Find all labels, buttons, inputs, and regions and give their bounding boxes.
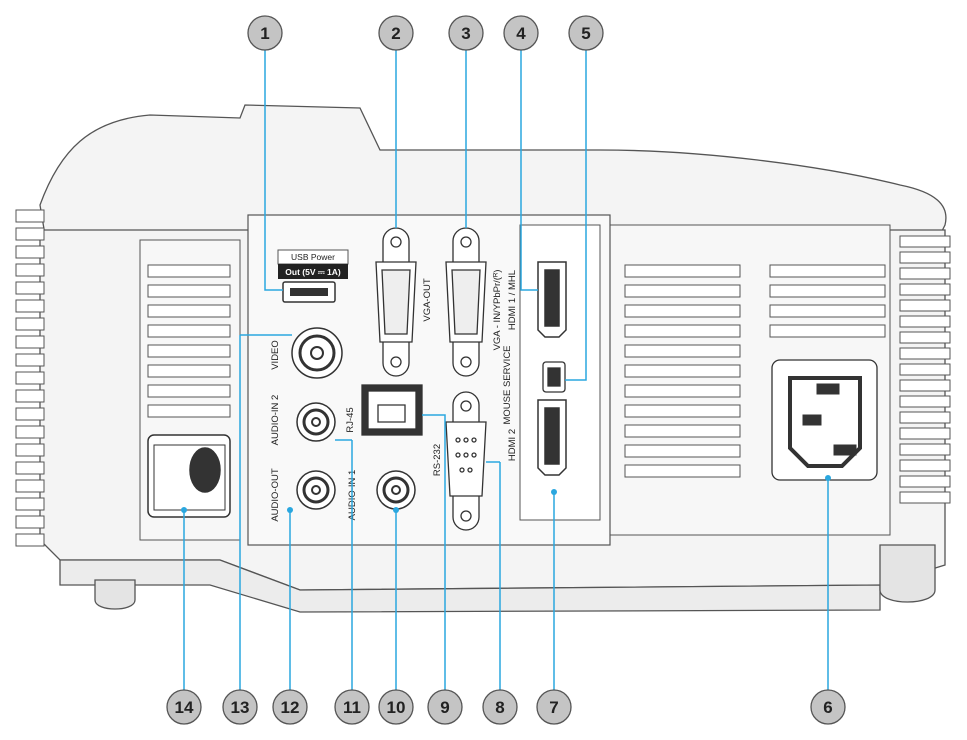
audio-out-label: AUDIO-OUT	[270, 468, 281, 522]
left-vent-fins	[15, 209, 45, 547]
callout-12: 12	[272, 689, 308, 725]
callout-7-number: 7	[549, 698, 558, 717]
callout-7: 7	[536, 689, 572, 725]
video-port	[291, 327, 343, 379]
callout-9-number: 9	[440, 698, 449, 717]
callout-13-number: 13	[231, 698, 250, 717]
mouse-service-port	[542, 361, 566, 393]
callout-4-number: 4	[516, 24, 526, 43]
callout-11: 11	[334, 689, 370, 725]
vga-in-label: VGA - IN/YPbPr/(ᴿ)	[492, 270, 503, 351]
rs232-label: RS-232	[432, 444, 443, 476]
callout-5-number: 5	[581, 24, 590, 43]
callout-6-number: 6	[823, 698, 832, 717]
right-vent-panel	[609, 224, 891, 536]
audio-in2-port	[296, 402, 336, 442]
hdmi2-label: HDMI 2	[507, 429, 518, 461]
audio-in1-port	[376, 470, 416, 510]
hdmi1-label: HDMI 1 / MHL	[507, 270, 518, 330]
callout-10: 10	[378, 689, 414, 725]
hdmi1-port	[537, 261, 567, 338]
rj45-label: RJ-45	[345, 407, 356, 432]
audio-out-port	[296, 470, 336, 510]
callout-13: 13	[222, 689, 258, 725]
kensington-lock	[147, 434, 231, 518]
callout-2: 2	[378, 15, 414, 51]
callout-5: 5	[568, 15, 604, 51]
usb-spec: Out (5V ⎓ 1A)	[285, 267, 341, 277]
rs232-port	[445, 391, 487, 531]
right-vent-fins	[899, 235, 951, 504]
rj45-port	[361, 384, 423, 436]
callout-8: 8	[482, 689, 518, 725]
leader-lines	[183, 50, 829, 690]
callout-1-number: 1	[260, 24, 269, 43]
callout-1: 1	[247, 15, 283, 51]
video-label: VIDEO	[270, 340, 281, 370]
power-socket	[771, 359, 878, 481]
callout-2-number: 2	[391, 24, 400, 43]
usb-port	[277, 249, 349, 303]
callout-8-number: 8	[495, 698, 504, 717]
callout-3-number: 3	[461, 24, 470, 43]
callout-12-number: 12	[281, 698, 300, 717]
callout-6: 6	[810, 689, 846, 725]
vga-out-port	[375, 227, 417, 377]
callout-14-number: 14	[175, 698, 194, 717]
callout-9: 9	[427, 689, 463, 725]
callout-3: 3	[448, 15, 484, 51]
callout-4: 4	[503, 15, 539, 51]
usb-title: USB Power	[291, 252, 335, 262]
hdmi2-port	[537, 399, 567, 476]
mouse-service-label: MOUSE SERVICE	[502, 345, 513, 424]
callout-10-number: 10	[387, 698, 406, 717]
callout-11-number: 11	[343, 698, 361, 717]
audio-in2-label: AUDIO-IN 2	[270, 395, 281, 446]
callout-14: 14	[166, 689, 202, 725]
leader-dots	[181, 475, 831, 513]
vga-in-port	[445, 227, 487, 377]
vga-out-label: VGA-OUT	[422, 278, 433, 321]
